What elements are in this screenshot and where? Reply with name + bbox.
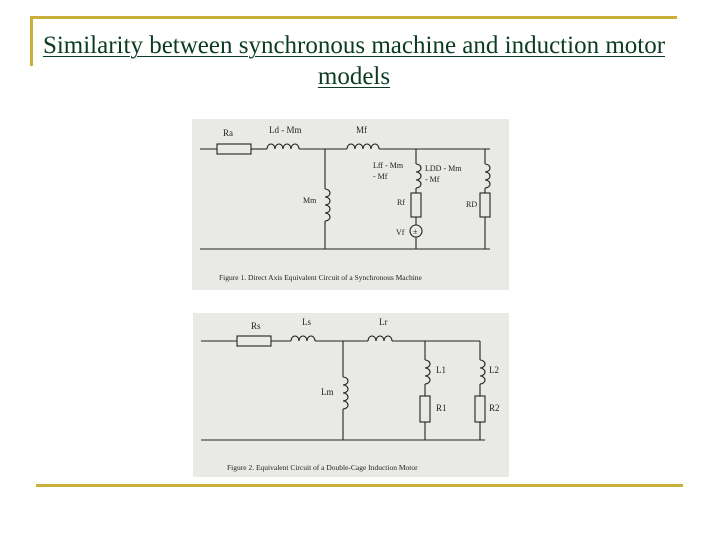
resistor-rs: [236, 335, 272, 347]
inductor-lm: [342, 376, 349, 410]
inductor-l1: [424, 359, 431, 385]
frame-right-corner: [674, 16, 677, 19]
label-ra: Ra: [223, 128, 233, 138]
induction-circuit-diagram: Rs Ls Lr Lm L1 L2 R1 R2 Figure 2. Equiva…: [201, 317, 500, 472]
slide-title: Similarity between synchronous machine a…: [42, 32, 666, 90]
label-lff-mm: Lff - Mm: [373, 161, 404, 170]
inductor-ls: [290, 335, 316, 342]
label-rf: Rf: [397, 198, 405, 207]
inductor-mf: [346, 143, 380, 150]
label-lff-mf: - Mf: [373, 172, 388, 181]
label-rs: Rs: [251, 321, 261, 331]
resistor-r2: [474, 395, 486, 423]
resistor-ra: [216, 143, 252, 155]
figure2-caption: Figure 2. Equivalent Circuit of a Double…: [227, 463, 418, 472]
synchronous-circuit-diagram: ± Ra Ld - Mm Mf Lff - Mm - Mf LDD - Mm -…: [200, 125, 491, 282]
figure-synchronous-machine-circuit: ± Ra Ld - Mm Mf Lff - Mm - Mf LDD - Mm -…: [192, 119, 509, 290]
figure1-caption: Figure 1. Direct Axis Equivalent Circuit…: [219, 273, 423, 282]
inductor-mm: [324, 188, 331, 222]
inductor-l2: [479, 359, 486, 385]
label-ld-mm: Ld - Mm: [269, 125, 302, 135]
inductor-ldd: [484, 163, 491, 189]
label-vf: Vf: [396, 228, 405, 237]
bottom-rule: [36, 484, 683, 487]
label-lr: Lr: [379, 317, 388, 327]
label-l2: L2: [489, 365, 499, 375]
label-r2: R2: [489, 403, 500, 413]
inductor-ld-mm: [266, 143, 300, 150]
label-r1: R1: [436, 403, 447, 413]
resistor-rf: [410, 192, 422, 218]
label-l1: L1: [436, 365, 446, 375]
label-ldd-mm: LDD - Mm: [425, 164, 462, 173]
label-rd: RD: [466, 200, 477, 209]
frame-top-border: [30, 16, 677, 19]
label-lm: Lm: [321, 387, 334, 397]
label-ls: Ls: [302, 317, 311, 327]
source-polarity-mark: ±: [413, 227, 418, 236]
resistor-rd: [479, 192, 491, 218]
inductor-lr: [367, 335, 393, 342]
label-ldd-mf: - Mf: [425, 175, 440, 184]
inductor-lff: [415, 163, 422, 189]
label-mm: Mm: [303, 196, 317, 205]
label-mf: Mf: [356, 125, 367, 135]
frame-left-border: [30, 16, 33, 66]
figure-double-cage-induction-circuit: Rs Ls Lr Lm L1 L2 R1 R2 Figure 2. Equiva…: [193, 313, 509, 477]
resistor-r1: [419, 395, 431, 423]
